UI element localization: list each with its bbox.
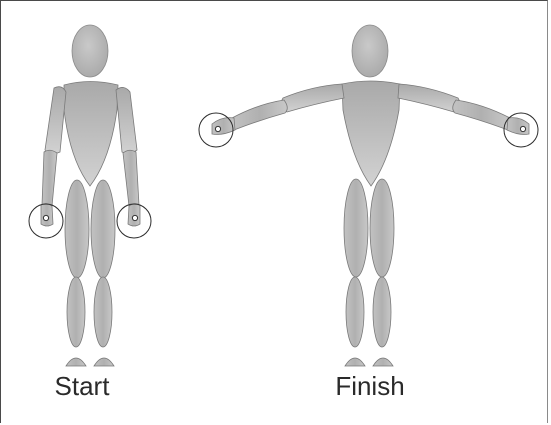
finish-head — [352, 25, 388, 77]
finish-left-grip — [215, 126, 220, 131]
finish-label: Finish — [335, 371, 404, 401]
start-right-thigh — [91, 180, 115, 278]
start-figure — [29, 25, 151, 366]
finish-right-shin — [373, 277, 391, 347]
finish-left-hand — [212, 118, 235, 135]
start-right-foot — [94, 358, 114, 366]
finish-right-forearm — [453, 100, 510, 130]
start-right-grip — [132, 215, 137, 220]
finish-right-foot — [373, 358, 393, 366]
start-label: Start — [55, 371, 111, 401]
start-left-grip — [43, 215, 48, 220]
finish-torso — [342, 81, 400, 186]
start-left-foot — [66, 358, 86, 366]
start-left-hand — [41, 204, 53, 226]
start-right-hand — [128, 204, 140, 226]
start-head — [72, 25, 108, 77]
finish-right-thigh — [370, 179, 394, 277]
start-left-forearm — [42, 150, 57, 207]
finish-left-foot — [345, 358, 365, 366]
finish-right-upper-arm — [398, 84, 460, 112]
start-left-upper-arm — [45, 87, 66, 154]
start-right-forearm — [123, 150, 139, 207]
finish-left-thigh — [344, 179, 368, 277]
finish-left-upper-arm — [281, 84, 344, 112]
finish-left-shin — [346, 277, 364, 347]
start-torso — [64, 82, 118, 187]
start-right-upper-arm — [116, 87, 137, 153]
finish-right-hand — [507, 118, 529, 135]
finish-figure — [199, 25, 538, 366]
start-left-thigh — [65, 180, 89, 278]
start-right-shin — [94, 277, 112, 347]
start-left-shin — [67, 277, 85, 347]
finish-left-forearm — [232, 100, 287, 130]
finish-right-grip — [520, 126, 525, 131]
